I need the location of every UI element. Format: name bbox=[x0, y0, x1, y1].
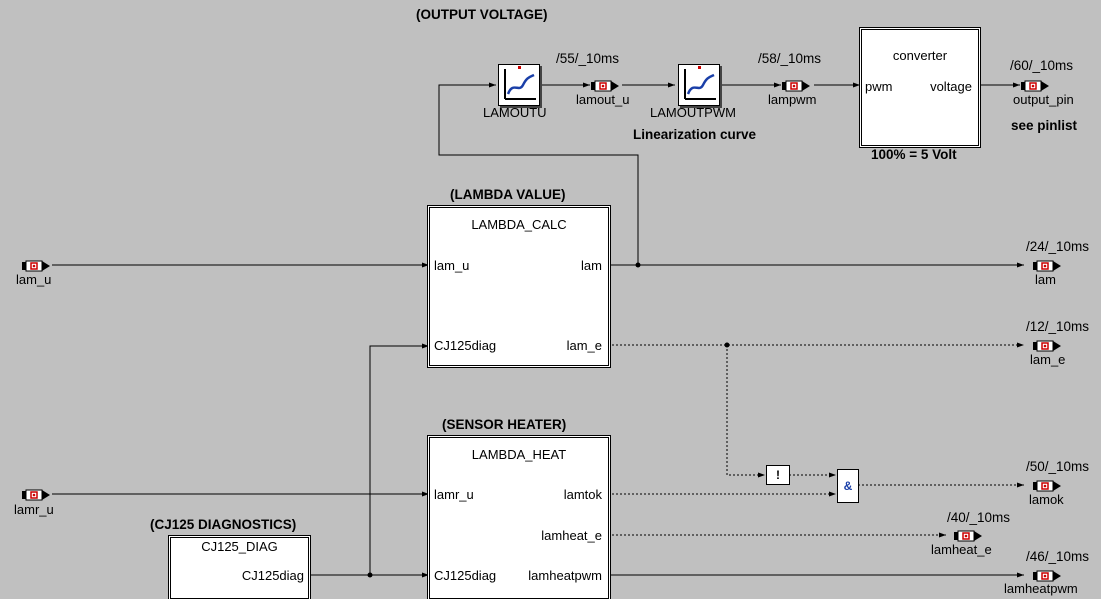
port-connector-shape bbox=[1021, 80, 1049, 92]
port-icon[interactable] bbox=[782, 79, 814, 92]
and-gate[interactable]: & bbox=[837, 469, 859, 503]
lamoutpwm-label: LAMOUTPWM bbox=[650, 105, 736, 120]
port-icon[interactable] bbox=[1033, 569, 1065, 582]
lambda-calc-input-cj125diag: CJ125diag bbox=[434, 338, 497, 353]
wire-lam-feedback bbox=[438, 82, 639, 265]
junction-lam-e bbox=[724, 342, 730, 348]
port-connector-shape bbox=[1033, 260, 1061, 272]
lambda-heat-input-lamr-u: lamr_u bbox=[434, 487, 474, 502]
port-connector-shape bbox=[782, 80, 810, 92]
wire-cj125diag-up bbox=[369, 343, 429, 575]
converter-input-pwm: pwm bbox=[865, 79, 893, 94]
lambda-calc-input-lam-u: lam_u bbox=[434, 258, 470, 273]
section-title-sensor-heater: (SENSOR HEATER) bbox=[442, 417, 567, 432]
port-icon[interactable] bbox=[591, 79, 623, 92]
out-lam-e-label: lam_e bbox=[1030, 352, 1066, 367]
out-lamok-label: lamok bbox=[1029, 492, 1064, 507]
port-connector-shape bbox=[591, 80, 619, 92]
lamoutpwm-lookup-block[interactable] bbox=[678, 64, 720, 106]
lamoutu-label: LAMOUTU bbox=[483, 105, 547, 120]
port-connector-shape bbox=[22, 260, 50, 272]
out-lamheat-e-rate: /40/_10ms bbox=[947, 510, 1011, 525]
lamoutu-lookup-block[interactable] bbox=[498, 64, 540, 106]
port-icon[interactable] bbox=[1033, 479, 1065, 492]
cj125-diag-title: CJ125_DIAG bbox=[201, 539, 278, 554]
lambda-heat-output-lamheatpwm: lamheatpwm bbox=[528, 568, 602, 583]
port-icon[interactable] bbox=[1033, 259, 1065, 272]
out-lamheatpwm-label: lamheatpwm bbox=[1004, 581, 1078, 596]
out-lamok-rate: /50/_10ms bbox=[1026, 459, 1090, 474]
not-gate[interactable]: ! bbox=[766, 465, 790, 485]
lambda-heat-title: LAMBDA_HEAT bbox=[471, 447, 567, 462]
lampwm-rate: /58/_10ms bbox=[758, 51, 822, 66]
port-icon[interactable] bbox=[22, 488, 54, 501]
port-icon[interactable] bbox=[1033, 339, 1065, 352]
out-lamheatpwm-rate: /46/_10ms bbox=[1026, 549, 1090, 564]
port-connector-shape bbox=[954, 530, 982, 542]
lamout-u-label: lamout_u bbox=[576, 92, 630, 107]
port-icon[interactable] bbox=[954, 529, 986, 542]
cj125-diag-block[interactable]: CJ125_DIAG CJ125diag bbox=[170, 537, 309, 599]
lampwm-label: lampwm bbox=[768, 92, 817, 107]
converter-note: 100% = 5 Volt bbox=[871, 147, 957, 162]
port-connector-shape bbox=[1033, 570, 1061, 582]
port-connector-shape bbox=[1033, 480, 1061, 492]
converter-block[interactable]: converter pwm voltage bbox=[861, 29, 979, 146]
section-title-output-voltage: (OUTPUT VOLTAGE) bbox=[416, 7, 548, 22]
lambda-heat-output-lamtok: lamtok bbox=[563, 487, 602, 502]
converter-title: converter bbox=[892, 48, 948, 63]
junction-cj125diag bbox=[367, 572, 373, 578]
see-pinlist-note: see pinlist bbox=[1011, 118, 1078, 133]
output-pin-rate: /60/_10ms bbox=[1010, 58, 1074, 73]
curve-icon bbox=[684, 66, 716, 100]
junction-lam bbox=[635, 262, 641, 268]
wire-lam-e-not bbox=[726, 345, 765, 478]
output-pin-label: output_pin bbox=[1013, 92, 1074, 107]
lambda-heat-output-lamheat-e: lamheat_e bbox=[541, 528, 602, 543]
lambda-heat-block[interactable]: LAMBDA_HEAT lamr_u lamtok lamheat_e CJ12… bbox=[429, 437, 609, 599]
cj125-diag-output: CJ125diag bbox=[241, 568, 304, 583]
out-lam-label: lam bbox=[1035, 272, 1056, 287]
port-icon[interactable] bbox=[1021, 79, 1053, 92]
curve-icon bbox=[504, 66, 536, 100]
lambda-calc-block[interactable]: LAMBDA_CALC lam_u lam CJ125diag lam_e bbox=[429, 207, 609, 366]
port-connector-shape bbox=[1033, 340, 1061, 352]
section-title-lambda-value: (LAMBDA VALUE) bbox=[450, 187, 566, 202]
out-lam-rate: /24/_10ms bbox=[1026, 239, 1090, 254]
lambda-calc-title: LAMBDA_CALC bbox=[471, 217, 567, 232]
port-icon[interactable] bbox=[22, 259, 54, 272]
linearization-curve-caption: Linearization curve bbox=[633, 127, 757, 142]
lambda-calc-output-lam: lam bbox=[581, 258, 602, 273]
converter-output-voltage: voltage bbox=[930, 79, 972, 94]
lamout-u-rate: /55/_10ms bbox=[556, 51, 620, 66]
section-title-cj125-diagnostics: (CJ125 DIAGNOSTICS) bbox=[150, 517, 297, 532]
input-lamr-u-label: lamr_u bbox=[14, 502, 54, 517]
input-lam-u-label: lam_u bbox=[16, 272, 52, 287]
out-lamheat-e-label: lamheat_e bbox=[931, 542, 992, 557]
port-connector-shape bbox=[22, 489, 50, 501]
lambda-heat-input-cj125diag: CJ125diag bbox=[434, 568, 497, 583]
out-lam-e-rate: /12/_10ms bbox=[1026, 319, 1090, 334]
lambda-calc-output-lam-e: lam_e bbox=[566, 338, 602, 353]
